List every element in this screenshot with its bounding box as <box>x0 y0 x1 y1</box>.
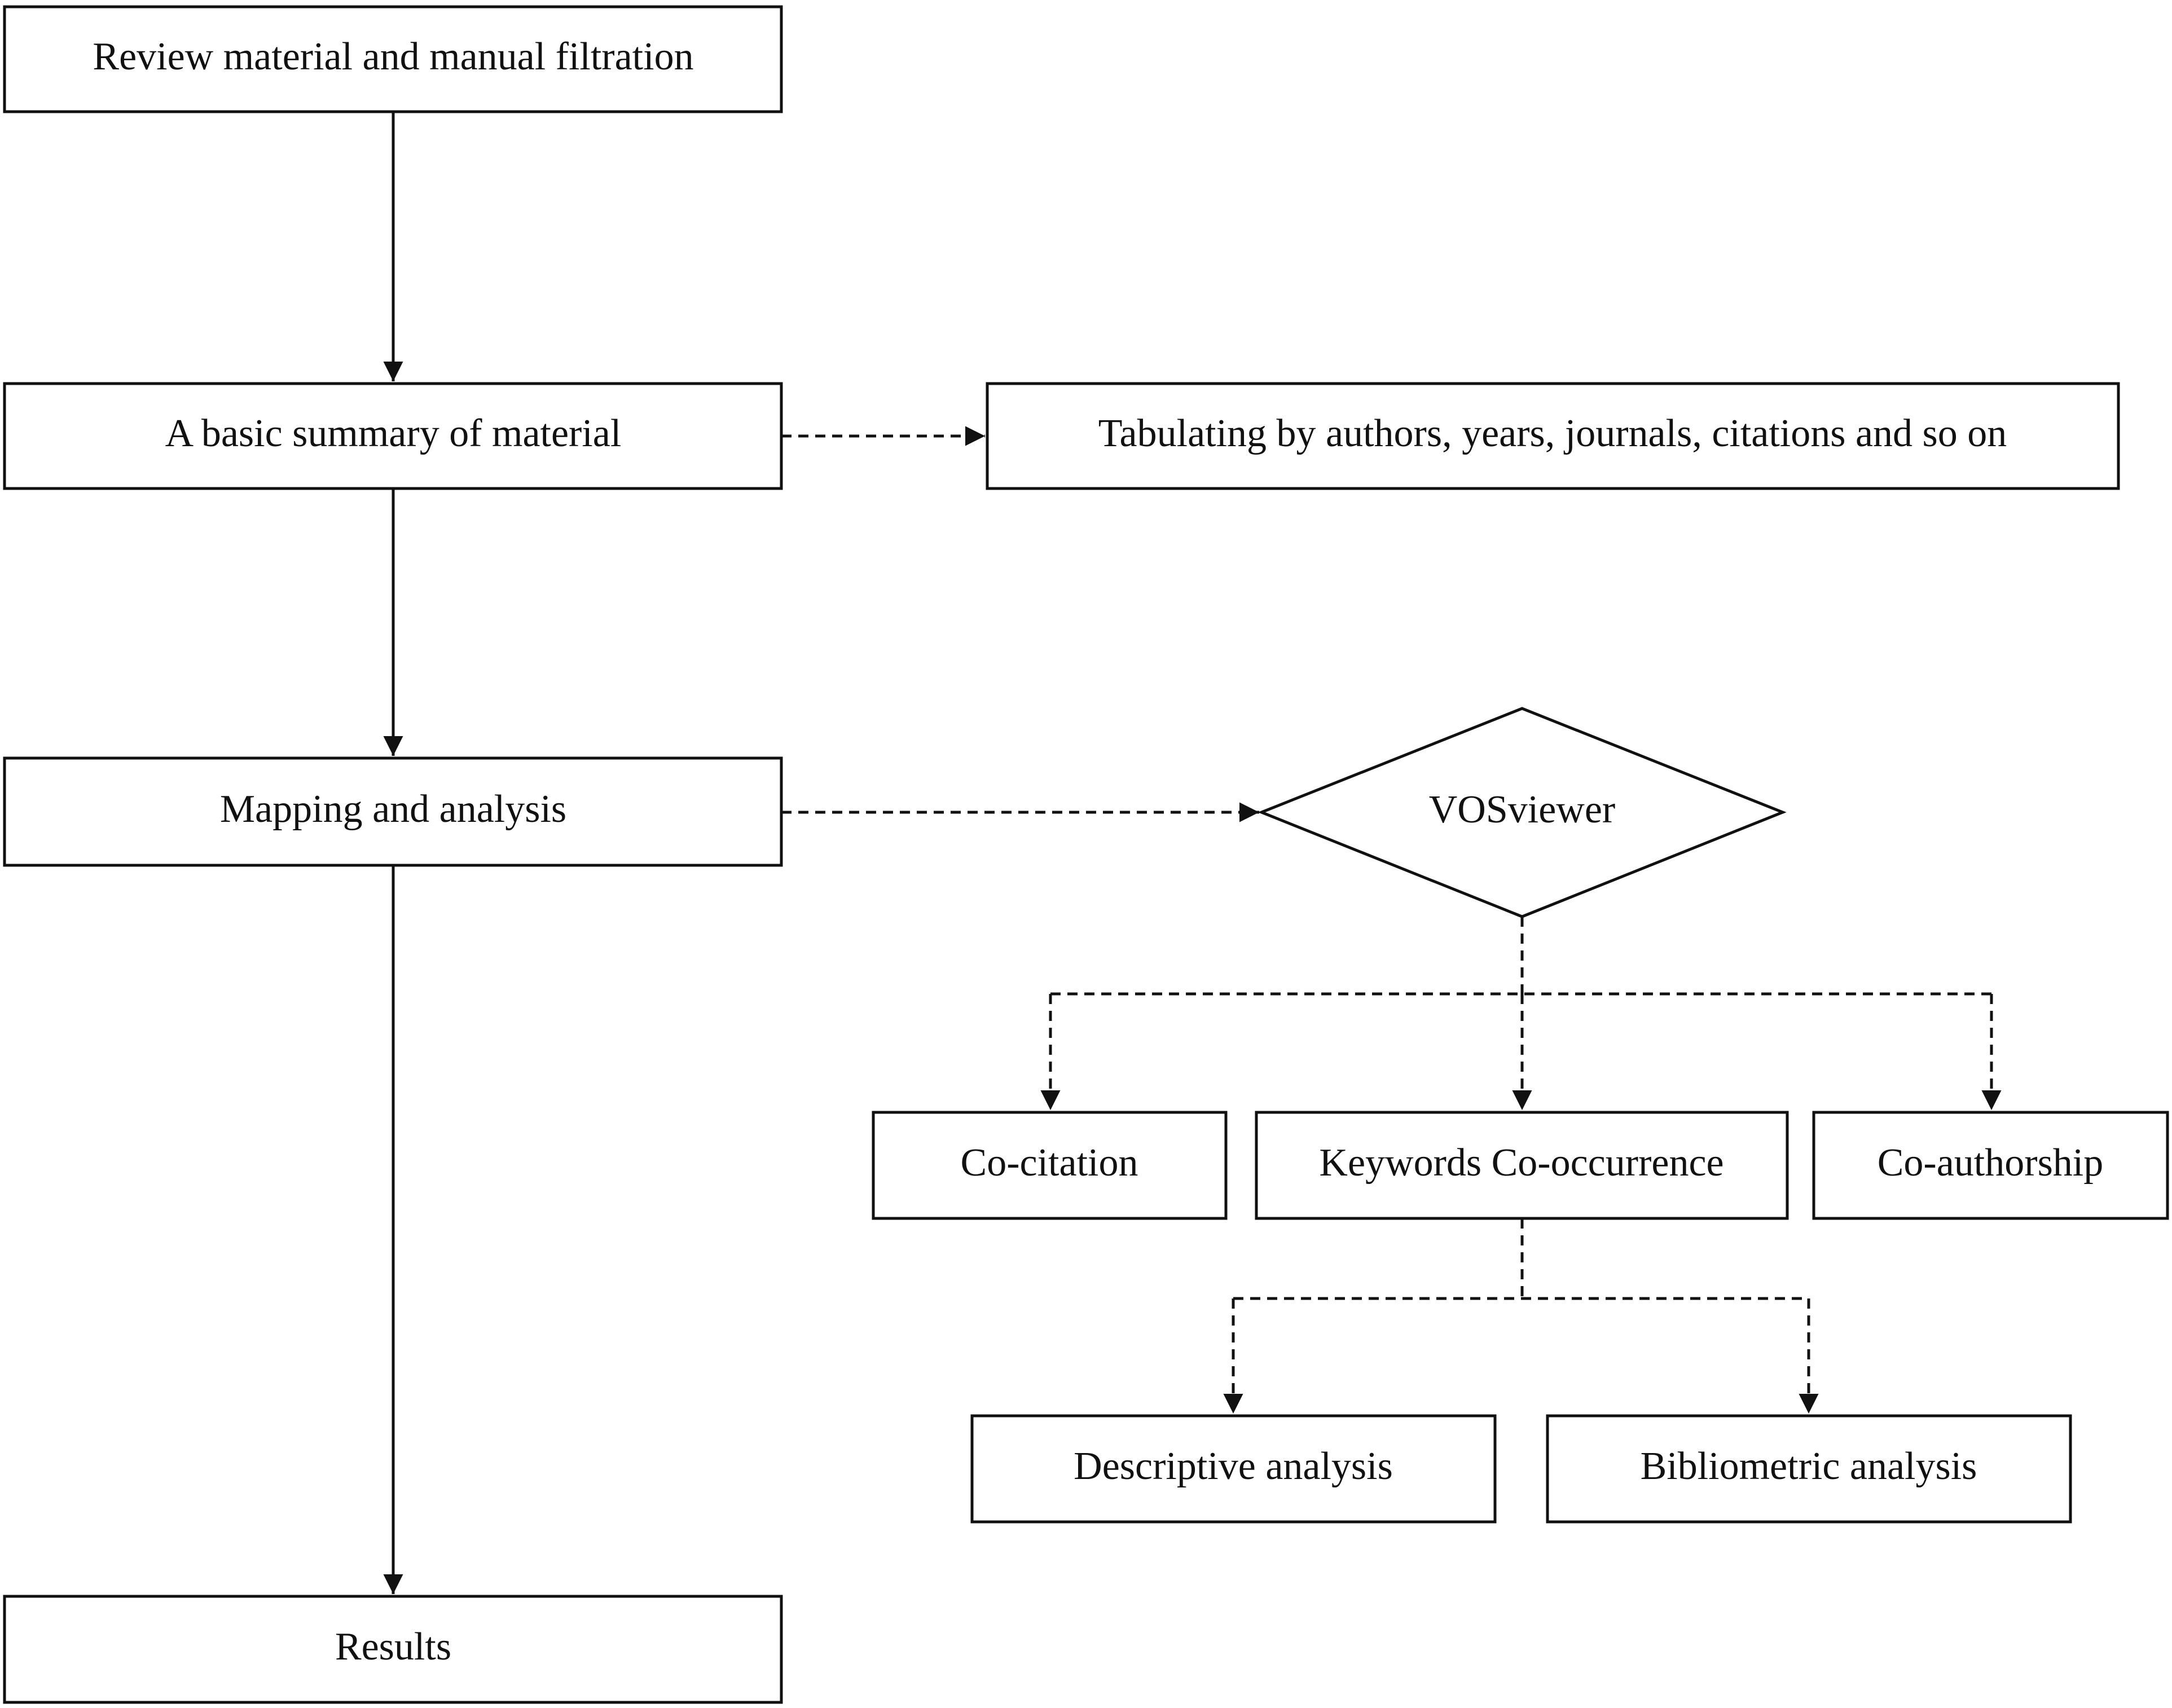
node-tabulating-label: Tabulating by authors, years, journals, … <box>1098 412 2007 455</box>
node-co-citation: Co-citation <box>872 1111 1228 1220</box>
node-descriptive-analysis: Descriptive analysis <box>970 1414 1497 1524</box>
node-review-material-label: Review material and manual filtration <box>93 35 693 78</box>
node-keywords-co-occurrence: Keywords Co-occurrence <box>1255 1111 1789 1220</box>
node-keywords-co-occurrence-label: Keywords Co-occurrence <box>1319 1141 1723 1185</box>
node-co-authorship-label: Co-authorship <box>1878 1141 2104 1185</box>
node-vosviewer: VOSviewer <box>1258 707 1787 918</box>
node-tabulating: Tabulating by authors, years, journals, … <box>986 382 2120 490</box>
node-co-citation-label: Co-citation <box>961 1141 1138 1185</box>
node-descriptive-analysis-label: Descriptive analysis <box>1074 1445 1393 1488</box>
node-vosviewer-label: VOSviewer <box>1429 788 1615 831</box>
node-bibliometric-analysis: Bibliometric analysis <box>1546 1414 2072 1524</box>
node-results: Results <box>3 1595 783 1704</box>
node-basic-summary: A basic summary of material <box>3 382 783 490</box>
node-mapping-analysis: Mapping and analysis <box>3 756 783 867</box>
node-results-label: Results <box>335 1625 451 1669</box>
node-review-material: Review material and manual filtration <box>3 5 783 113</box>
node-mapping-analysis-label: Mapping and analysis <box>220 787 566 831</box>
node-bibliometric-analysis-label: Bibliometric analysis <box>1641 1445 1977 1488</box>
node-basic-summary-label: A basic summary of material <box>165 412 622 455</box>
node-co-authorship: Co-authorship <box>1812 1111 2169 1220</box>
